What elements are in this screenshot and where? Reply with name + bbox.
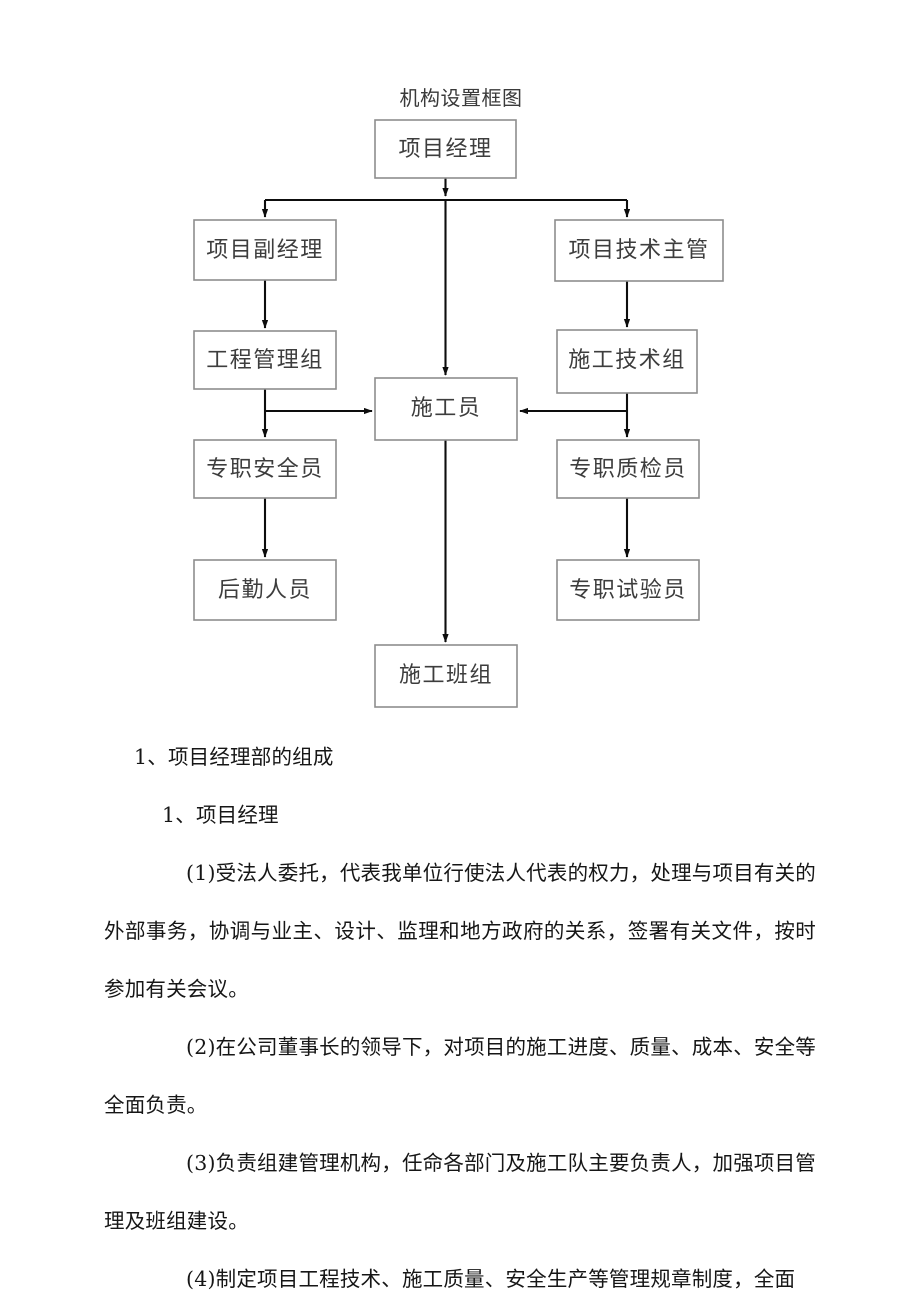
node-box (374, 119, 517, 179)
node-label: 专职质检员 (569, 457, 687, 482)
node-logistics-staff[interactable]: 后勤人员 (193, 559, 337, 621)
body-paragraph-4: (4)制定项目工程技术、施工质量、安全生产等管理规章制度，全面 (186, 1267, 796, 1291)
node-project-tech-director[interactable]: 项目技术主管 (554, 219, 724, 282)
node-quality-inspector[interactable]: 专职质检员 (556, 439, 700, 499)
body-paragraph-3: (3)负责组建管理机构，任命各部门及施工队主要负责人，加强项目管理及班组建设。 (104, 1151, 816, 1233)
node-box (193, 330, 337, 390)
node-box (554, 219, 724, 282)
node-box (556, 329, 698, 394)
body-paragraph-1: (1)受法人委托，代表我单位行使法人代表的权力，处理与项目有关的外部事务，协调与… (104, 861, 816, 1001)
node-box (374, 377, 518, 441)
node-construction-worker[interactable]: 施工员 (374, 377, 518, 441)
node-label: 专职试验员 (569, 578, 687, 603)
node-label: 项目经理 (398, 137, 492, 162)
node-deputy-project-manager[interactable]: 项目副经理 (193, 219, 337, 281)
node-label: 施工员 (411, 396, 482, 421)
subsection-heading: 1、项目经理 (162, 803, 279, 827)
node-box (556, 439, 700, 499)
chart-title: 机构设置框图 (400, 86, 523, 110)
section-heading: 1、项目经理部的组成 (134, 745, 334, 769)
node-box (556, 559, 700, 621)
node-box (193, 439, 337, 499)
node-label: 项目副经理 (206, 238, 324, 263)
organization-chart: 机构设置框图 (193, 86, 724, 708)
node-label: 专职安全员 (206, 457, 324, 482)
organization-chart-svg: 机构设置框图 (193, 86, 724, 708)
node-construction-tech-group[interactable]: 施工技术组 (556, 329, 698, 394)
document-body: 1、项目经理部的组成 1、项目经理 (1)受法人委托，代表我单位行使法人代表的权… (0, 728, 920, 1308)
node-test-officer[interactable]: 专职试验员 (556, 559, 700, 621)
body-paragraph-2: (2)在公司董事长的领导下，对项目的施工进度、质量、成本、安全等全面负责。 (104, 1035, 816, 1117)
node-safety-officer[interactable]: 专职安全员 (193, 439, 337, 499)
node-label: 施工技术组 (568, 348, 686, 373)
node-box (193, 559, 337, 621)
node-box (193, 219, 337, 281)
node-label: 后勤人员 (218, 578, 312, 603)
node-project-manager[interactable]: 项目经理 (374, 119, 517, 179)
node-label: 项目技术主管 (568, 238, 709, 263)
node-engineering-mgmt-group[interactable]: 工程管理组 (193, 330, 337, 390)
node-label: 工程管理组 (206, 348, 324, 373)
node-construction-team[interactable]: 施工班组 (374, 644, 518, 708)
node-box (374, 644, 518, 708)
node-label: 施工班组 (399, 663, 493, 688)
